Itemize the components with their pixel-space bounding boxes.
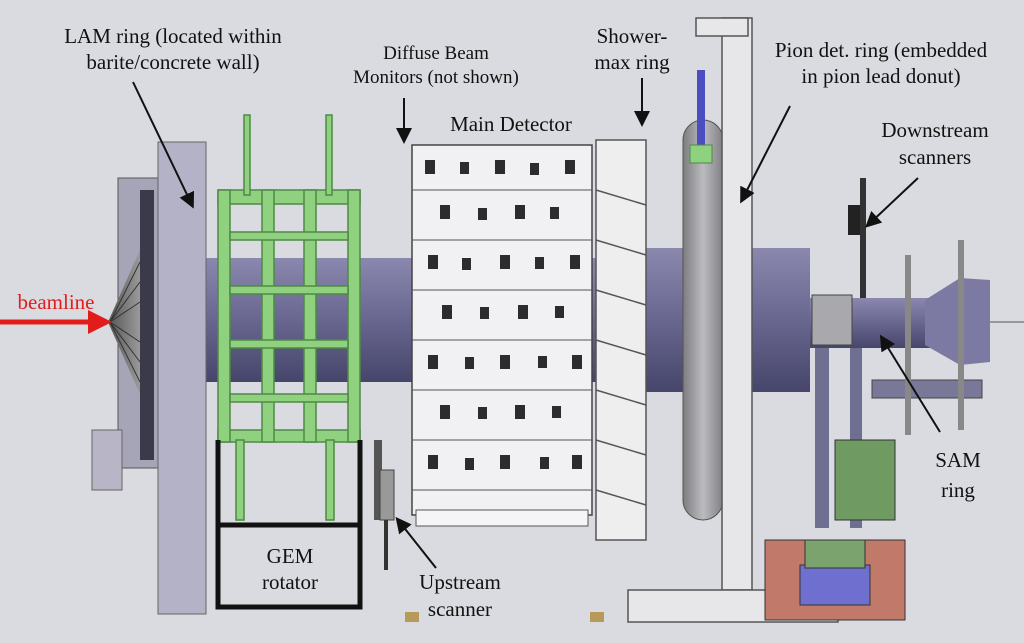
main-detector-label: Main Detector — [450, 112, 572, 136]
beamline-label: beamline — [17, 290, 95, 314]
arrow-pion-ring — [740, 105, 791, 204]
shower-max-label-line2: max ring — [594, 50, 670, 74]
shower-max-ring — [595, 139, 647, 541]
lam-assembly — [91, 177, 161, 491]
sam-ring-label-line2: ring — [941, 478, 975, 502]
gem-rotator-label-line2: rotator — [262, 570, 318, 594]
main-detector — [411, 144, 593, 527]
beamline-arrow — [0, 310, 112, 334]
lam-ring-label-line1: LAM ring (located within — [64, 24, 282, 48]
upstream-scanner-label-line2: scanner — [427, 597, 493, 621]
downstream-scanners-label-line2: scanners — [898, 145, 972, 169]
diffuse-beam-label-line1: Diffuse Beam — [383, 43, 489, 64]
beampipe — [200, 248, 990, 392]
sam-ring-label-line1: SAM — [935, 448, 981, 472]
arrow-upstream — [395, 516, 437, 569]
barite-concrete-wall — [157, 141, 207, 615]
pion-ring-label-line1: Pion det. ring (embedded — [774, 38, 988, 62]
lam-ring-label-line2: barite/concrete wall) — [86, 50, 260, 74]
upstream-scanner — [374, 440, 395, 570]
floor-support — [590, 612, 604, 622]
floor-support — [405, 612, 419, 622]
annotation-arrows — [132, 78, 941, 569]
gem-rotator — [217, 114, 361, 521]
downstream-scanners-label-line1: Downstream — [881, 118, 989, 142]
pion-lead-donut — [682, 70, 724, 521]
gem-stand — [215, 440, 363, 610]
pion-ring-label-line2: in pion lead donut) — [801, 64, 961, 88]
arrow-sam-ring — [879, 334, 941, 433]
arrow-lam-ring — [132, 81, 195, 209]
upstream-scanner-label-line1: Upstream — [419, 570, 501, 594]
gem-rotator-label-line1: GEM — [266, 544, 314, 568]
arrow-downstream — [865, 177, 919, 228]
shower-max-label-line1: Shower- — [596, 24, 668, 48]
diffuse-beam-label-line2: Monitors (not shown) — [353, 67, 519, 88]
downstream-assembly — [764, 178, 983, 621]
